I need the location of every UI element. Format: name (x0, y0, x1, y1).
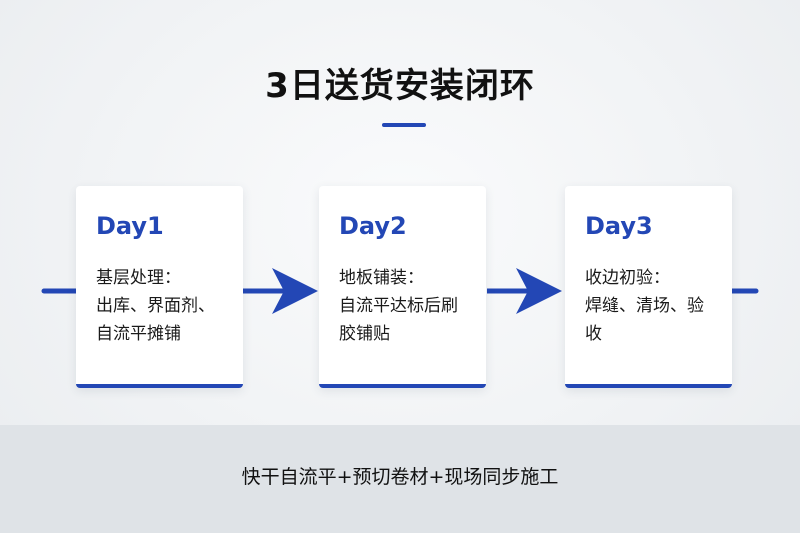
footer-caption: 快干自流平+预切卷材+现场同步施工 (241, 466, 559, 488)
step-description: 基层处理： 出库、界面剂、 自流平摊铺 (96, 268, 215, 344)
step-card-day1: Day1 基层处理： 出库、界面剂、 自流平摊铺 (76, 186, 243, 388)
step-description: 收边初验： 焊缝、清场、验 收 (585, 268, 704, 344)
arrow-right-icon (516, 268, 562, 314)
footer-band (0, 425, 800, 533)
page-title: 3日送货安装闭环 (265, 66, 535, 106)
title-underline (382, 123, 426, 127)
step-card-day3: Day3 收边初验： 焊缝、清场、验 收 (565, 186, 732, 388)
arrow-right-icon (272, 268, 318, 314)
step-description: 地板铺装： 自流平达标后刷 胶铺贴 (339, 268, 458, 344)
step-day-label: Day3 (585, 212, 653, 240)
step-card-day2: Day2 地板铺装： 自流平达标后刷 胶铺贴 (319, 186, 486, 388)
step-day-label: Day1 (96, 212, 164, 240)
step-day-label: Day2 (339, 212, 407, 240)
